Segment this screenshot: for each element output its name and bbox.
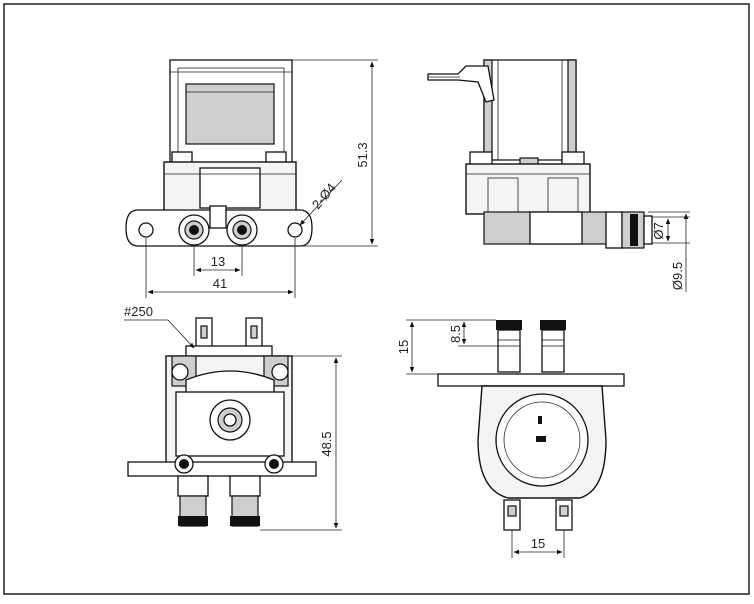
dim-top-terminal-pitch: 15	[531, 536, 545, 551]
sheet-border	[3, 3, 750, 595]
dim-bottom-height: 48.5	[319, 431, 334, 456]
mounting-hole-right	[287, 222, 303, 238]
dim-front-height: 51.3	[355, 142, 370, 167]
bottom-view: #250 48.5	[124, 304, 342, 531]
top-view: 15 8.5 15	[396, 319, 625, 558]
mounting-hole-left	[138, 222, 154, 238]
dim-front-inlet-pitch: 13	[211, 254, 225, 269]
dim-top-total: 15	[396, 340, 411, 354]
dim-side-outlet-small: Ø7	[651, 222, 666, 239]
front-view: 51.3 2-Ø4 13 41	[125, 59, 378, 298]
dim-top-nozzle: 8.5	[448, 325, 463, 343]
dim-side-outlet-large: Ø9.5	[670, 262, 685, 290]
label-terminal-size: #250	[124, 304, 153, 319]
dim-front-flange-width: 41	[213, 276, 227, 291]
dim-front-hole: 2-Ø4	[309, 180, 339, 212]
side-view: Ø7 Ø9.5	[427, 59, 690, 292]
